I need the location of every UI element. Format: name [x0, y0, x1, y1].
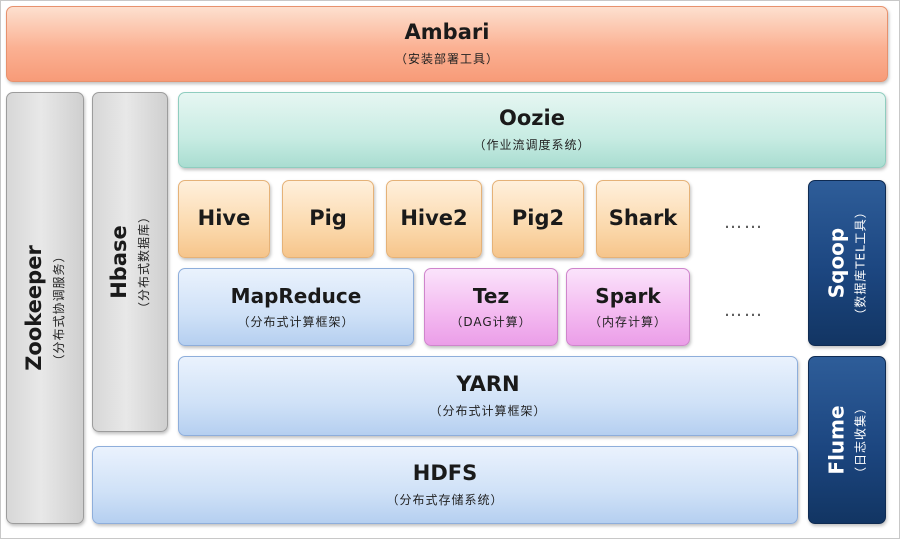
mapreduce-box: MapReduce （分布式计算框架） — [178, 268, 414, 346]
pig2-box: Pig2 — [492, 180, 584, 258]
pig-title: Pig — [309, 206, 347, 231]
ambari-title: Ambari — [404, 19, 490, 44]
shark-title: Shark — [608, 206, 678, 231]
sqoop-title: Sqoop — [824, 227, 849, 299]
tez-title: Tez — [472, 283, 510, 308]
yarn-title: YARN — [456, 371, 520, 396]
pig-box: Pig — [282, 180, 374, 258]
flume-title: Flume — [824, 405, 849, 475]
middle-ellipsis: …… — [724, 300, 764, 321]
top-ellipsis: …… — [724, 212, 764, 233]
ambari-box: Ambari （安装部署工具） — [6, 6, 888, 82]
tez-box: Tez （DAG计算） — [424, 268, 558, 346]
spark-subtitle: （内存计算） — [588, 314, 667, 329]
flume-box: Flume （日志收集） — [808, 356, 886, 524]
pig2-title: Pig2 — [511, 206, 565, 231]
shark-box: Shark — [596, 180, 690, 258]
oozie-box: Oozie （作业流调度系统） — [178, 92, 886, 168]
flume-subtitle: （日志收集） — [853, 400, 868, 480]
sqoop-box: Sqoop （数据库TEL工具） — [808, 180, 886, 346]
zookeeper-box: Zookeeper （分布式协调服务） — [6, 92, 84, 524]
oozie-subtitle: （作业流调度系统） — [473, 138, 591, 153]
spark-title: Spark — [595, 283, 661, 308]
spark-box: Spark （内存计算） — [566, 268, 690, 346]
ambari-subtitle: （安装部署工具） — [394, 52, 499, 67]
hbase-title: Hbase — [106, 225, 131, 299]
hdfs-subtitle: （分布式存储系统） — [386, 493, 504, 508]
yarn-subtitle: （分布式计算框架） — [429, 404, 547, 419]
mapreduce-title: MapReduce — [230, 283, 362, 308]
hive-box: Hive — [178, 180, 270, 258]
sqoop-subtitle: （数据库TEL工具） — [853, 205, 868, 321]
zookeeper-subtitle: （分布式协调服务） — [52, 249, 67, 367]
hdfs-title: HDFS — [412, 460, 478, 485]
tez-subtitle: （DAG计算） — [450, 314, 532, 329]
zookeeper-title: Zookeeper — [21, 245, 46, 371]
hbase-box: Hbase （分布式数据库） — [92, 92, 168, 432]
hbase-subtitle: （分布式数据库） — [137, 209, 152, 315]
hive-title: Hive — [197, 206, 251, 231]
hdfs-box: HDFS （分布式存储系统） — [92, 446, 798, 524]
yarn-box: YARN （分布式计算框架） — [178, 356, 798, 436]
mapreduce-subtitle: （分布式计算框架） — [237, 314, 355, 329]
oozie-title: Oozie — [499, 105, 565, 130]
hive2-title: Hive2 — [400, 206, 468, 231]
hive2-box: Hive2 — [386, 180, 482, 258]
